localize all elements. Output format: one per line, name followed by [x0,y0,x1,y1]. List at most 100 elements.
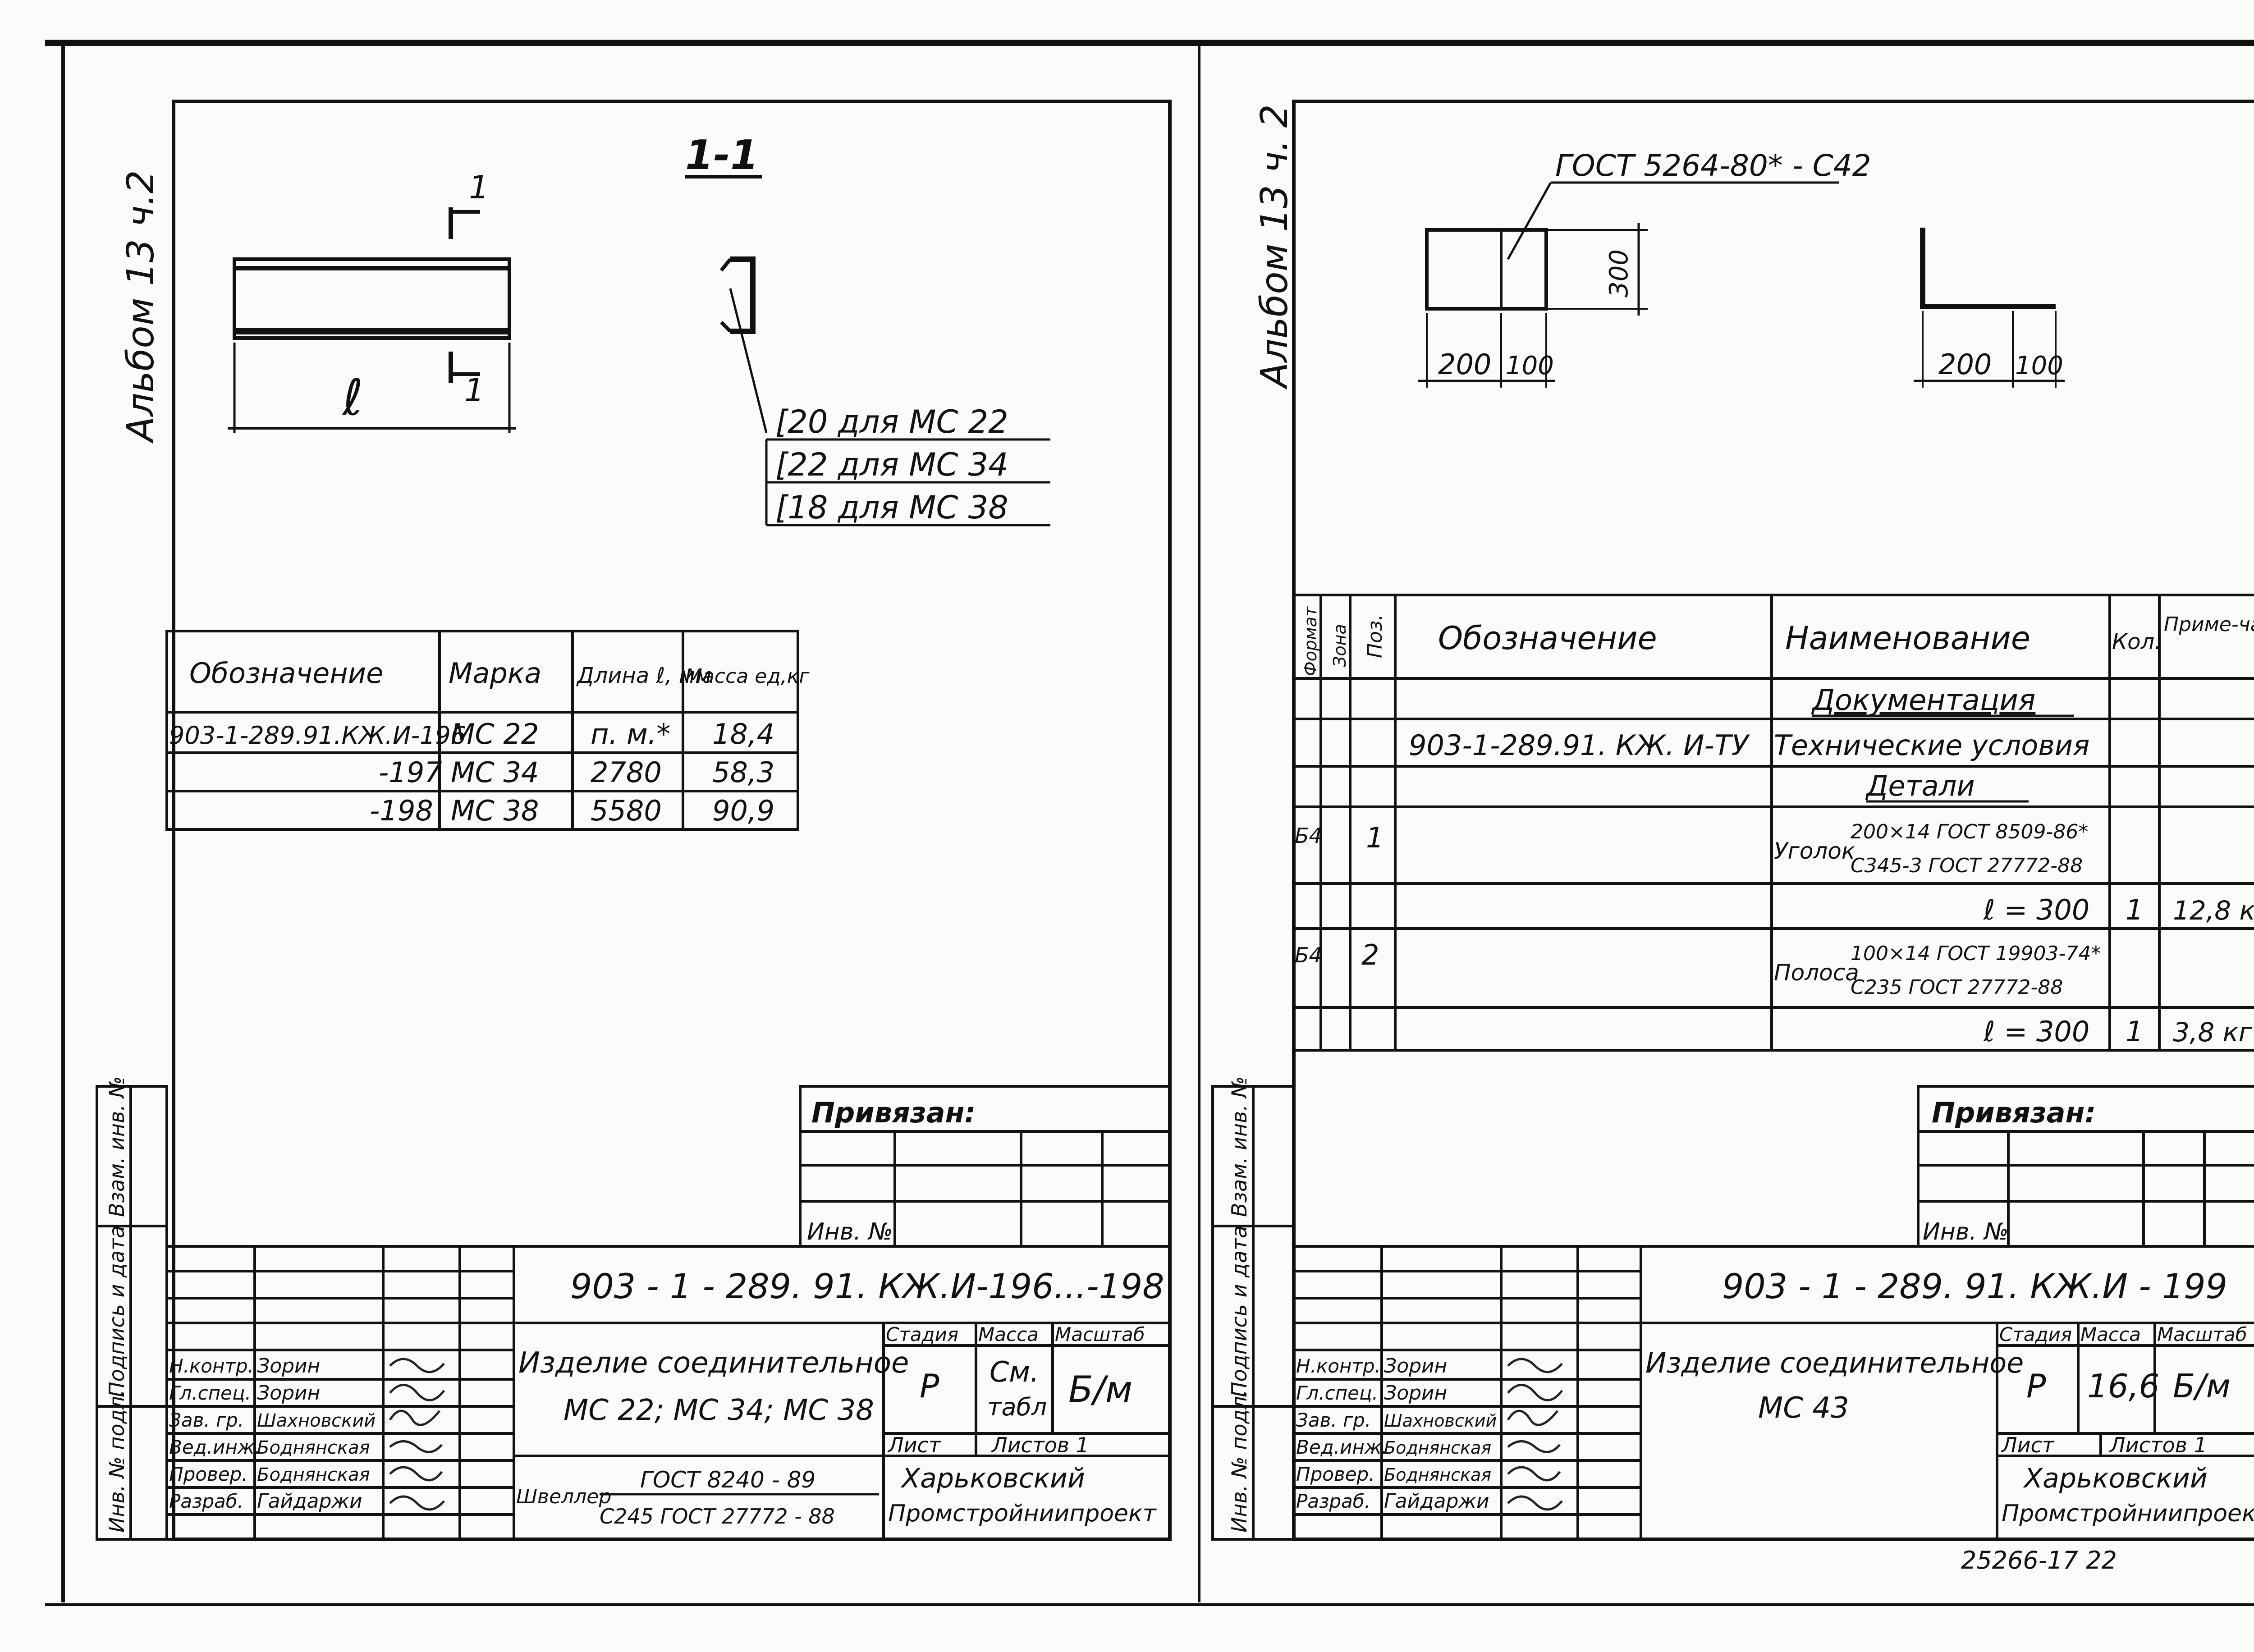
right-name-2: Зорин [1384,1382,1447,1405]
page-border [45,40,2254,1606]
callout-1: [20 для МС 22 [775,403,1008,440]
right-sheet: Альбом 13 ч. 2 ГОСТ 5264-80* - С42 200 1… [1211,100,2254,1541]
right-item-title-2: МС 43 [1758,1391,1849,1425]
right-stage-label: Стадия [1999,1323,2072,1345]
spec-row-4-name-top: 200×14 ГОСТ 8509-86* [1851,820,2088,843]
left-designation: 903 - 1 - 289. 91. КЖ.И-196...-198 [570,1266,1164,1306]
right-role-6: Разраб. [1296,1490,1370,1512]
mass-row-1-designation: 903-1-289.91.КЖ.И-196 [169,721,466,750]
right-mass-value: 16,6 [2087,1367,2159,1405]
left-org-1: Харьковский [900,1463,1085,1494]
dim-100-plan: 100 [1506,351,1554,380]
left-name-3: Шахновский [257,1410,376,1431]
left-side-label-3: Инв. № подл. [105,1390,129,1533]
mass-table [165,630,799,831]
spec-row-7-note: 3,8 кг [2173,1017,2253,1048]
spec-header-designation: Обозначение [1438,620,1657,657]
spec-row-4-name: Уголок [1774,838,1855,864]
left-privyazan-label: Привязан: [811,1096,976,1129]
right-org-1: Харьковский [2023,1463,2208,1494]
spec-row-5-qty: 1 [2126,893,2143,926]
left-side-label-2: Подпись и дата [105,1226,129,1397]
mass-row-3-length: 5580 [591,794,662,827]
dim-300: 300 [1604,249,1634,297]
section-mark-top: 1 [469,169,489,206]
right-side-strip [1211,1085,1295,1541]
weld-note: ГОСТ 5264-80* - С42 [1555,148,1871,183]
mass-row-2-length: 2780 [591,756,662,789]
spec-header-zone: Зона [1330,624,1350,667]
left-scale-label: Масштаб [1055,1323,1145,1345]
left-material-bottom: С245 ГОСТ 27772 - 88 [600,1504,835,1528]
right-sheet-label: Лист [2001,1433,2055,1457]
mass-row-2-mass: 58,3 [712,756,774,789]
spec-row-1-name: Документация [1811,684,2035,717]
dim-200-plan: 200 [1438,348,1491,381]
right-name-1: Зорин [1384,1355,1447,1377]
spec-row-2-name: Технические условия [1774,729,2089,762]
left-name-1: Зорин [257,1355,320,1377]
spec-header-qty: Кол. [2112,629,2161,654]
left-material-prefix: Швеллер [516,1485,611,1508]
left-role-3: Зав. гр. [169,1409,244,1431]
spec-header-note: Приме-чание [2164,613,2254,636]
right-album-label: Альбом 13 ч. 2 [1253,104,1296,390]
right-sheets-label: Листов 1 [2109,1433,2207,1457]
spec-row-6-pos: 2 [1361,938,1379,971]
left-role-6: Разраб. [169,1490,243,1512]
weld-leader [1507,182,1552,260]
left-item-title-2: МС 22; МС 34; МС 38 [564,1394,874,1427]
spec-row-7-name: ℓ = 300 [1983,1015,2089,1048]
mass-row-3-mass: 90,9 [712,794,774,827]
left-name-6: Гайдаржи [257,1490,362,1513]
section-mark-bottom: 1 [464,372,485,409]
right-stage-value: Р [2026,1367,2046,1405]
left-mass-value-1: См. [990,1355,1039,1388]
footer-code: 25266-17 22 [1961,1546,2117,1574]
left-mass-value-2: табл [987,1393,1047,1421]
left-role-5: Провер. [169,1463,248,1485]
left-material-top: ГОСТ 8240 - 89 [640,1467,815,1493]
mass-table-header-mark: Марка [449,657,541,690]
spec-row-5-note: 12,8 кг [2173,895,2254,926]
right-name-5: Боднянская [1384,1465,1491,1485]
left-title-block [165,1245,1171,1541]
left-org-2: Промстройниипроект [888,1500,1157,1527]
callout-leader [729,288,768,433]
mass-row-2-mark: МС 34 [451,756,539,789]
plate-plan-view [1418,223,1648,388]
left-item-title-1: Изделие соединительное [518,1346,909,1380]
spec-row-3-name: Детали [1865,769,1975,802]
left-scale-value: Б/м [1068,1368,1132,1410]
dim-100-section: 100 [2015,351,2063,380]
right-side-label-3: Инв. № подл. [1227,1390,1251,1533]
mass-table-header-length: Длина ℓ, мм [576,663,711,688]
mass-row-3-mark: МС 38 [451,794,539,827]
spec-header-format: Формат [1301,606,1320,676]
spec-row-6-name-top: 100×14 ГОСТ 19903-74* [1851,942,2101,965]
right-side-label-1: Взам. инв. № [1227,1076,1251,1217]
spec-row-5-name: ℓ = 300 [1983,893,2089,926]
channel-section-shape [730,256,756,334]
dim-200-section: 200 [1938,348,1992,381]
mass-table-header-designation: Обозначение [189,657,383,690]
angle-section-view [1914,228,2065,388]
right-inv-no: Инв. № [1923,1218,2009,1245]
right-scale-value: Б/м [2173,1367,2231,1405]
spec-row-2-designation: 903-1-289.91. КЖ. И-ТУ [1409,729,1750,762]
right-role-3: Зав. гр. [1296,1409,1371,1431]
mass-row-3-designation: -198 [370,794,433,827]
left-name-4: Боднянская [257,1437,370,1458]
right-name-4: Боднянская [1384,1438,1491,1458]
right-title-block [1292,1245,2254,1541]
left-inv-no: Инв. № [807,1218,893,1245]
section-label: 1-1 [685,132,759,179]
left-album-label: Альбом 13 ч.2 [119,170,162,444]
left-stage-label: Стадия [886,1323,958,1345]
channel-plan-view [228,207,516,433]
mass-row-1-mark: МС 22 [451,718,539,750]
left-signatures [389,1358,445,1511]
right-signatures [1507,1358,1563,1511]
mass-table-header-mass: Масса ед,кг [685,665,810,688]
